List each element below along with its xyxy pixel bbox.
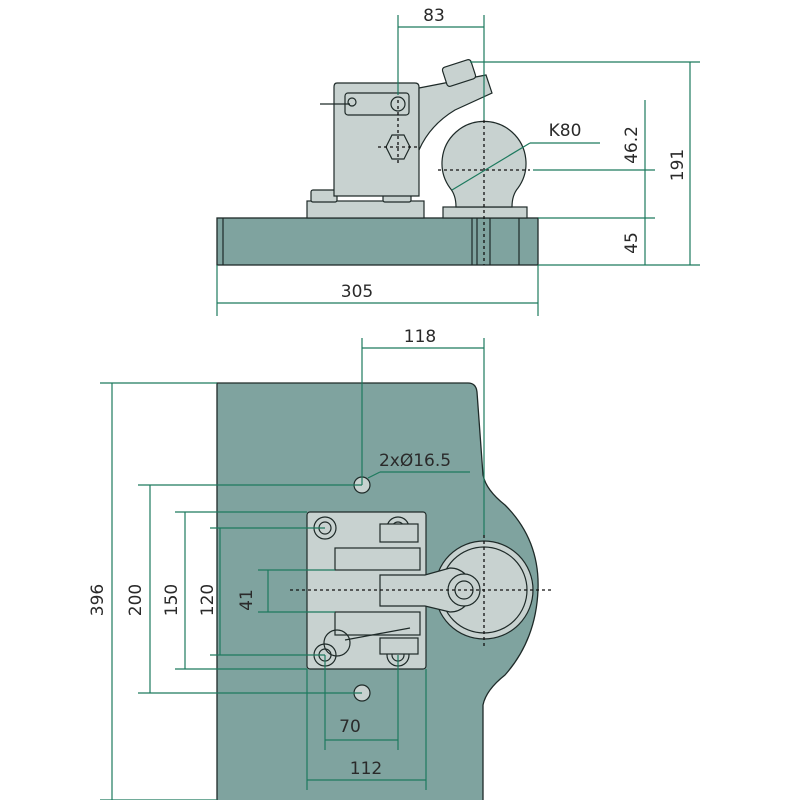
top-centerlines (290, 535, 552, 648)
dim-396: 396 (88, 584, 108, 616)
screw-icon (390, 96, 406, 112)
side-dimension-lines (216, 15, 700, 316)
latch-nut (441, 59, 477, 87)
jaw-upper (334, 547, 421, 571)
ball-base (442, 206, 528, 219)
dim-112: 112 (350, 759, 382, 779)
bolt-head (310, 189, 338, 203)
pin-icon (347, 97, 357, 107)
side-view: 83 K80 46.2 191 45 305 (216, 6, 700, 316)
dim-83: 83 (423, 6, 445, 26)
dim-150: 150 (162, 584, 182, 616)
pin-wire (344, 627, 411, 641)
dim-120: 120 (198, 584, 218, 616)
dim-191: 191 (668, 149, 688, 181)
dim-k80: K80 (549, 121, 582, 141)
dim-70: 70 (339, 717, 361, 737)
top-dimension-lines (100, 338, 485, 800)
dim-45: 45 (622, 232, 642, 254)
dim-305: 305 (341, 282, 373, 302)
jaw-lower (334, 611, 421, 636)
latch-arm (418, 74, 493, 151)
housing-base (306, 200, 425, 219)
top-view: 118 2xØ16.5 396 200 150 120 41 70 112 (88, 327, 552, 800)
dim-118: 118 (404, 327, 436, 347)
plate-grooves (222, 218, 520, 265)
dim-holes: 2xØ16.5 (379, 451, 451, 471)
latch-plate (344, 92, 410, 116)
dim-200: 200 (126, 584, 146, 616)
dim-41: 41 (237, 589, 257, 611)
bolts (313, 516, 419, 667)
dim-46-2: 46.2 (622, 126, 642, 164)
centerlines (378, 100, 530, 265)
pin-ring (323, 629, 351, 657)
